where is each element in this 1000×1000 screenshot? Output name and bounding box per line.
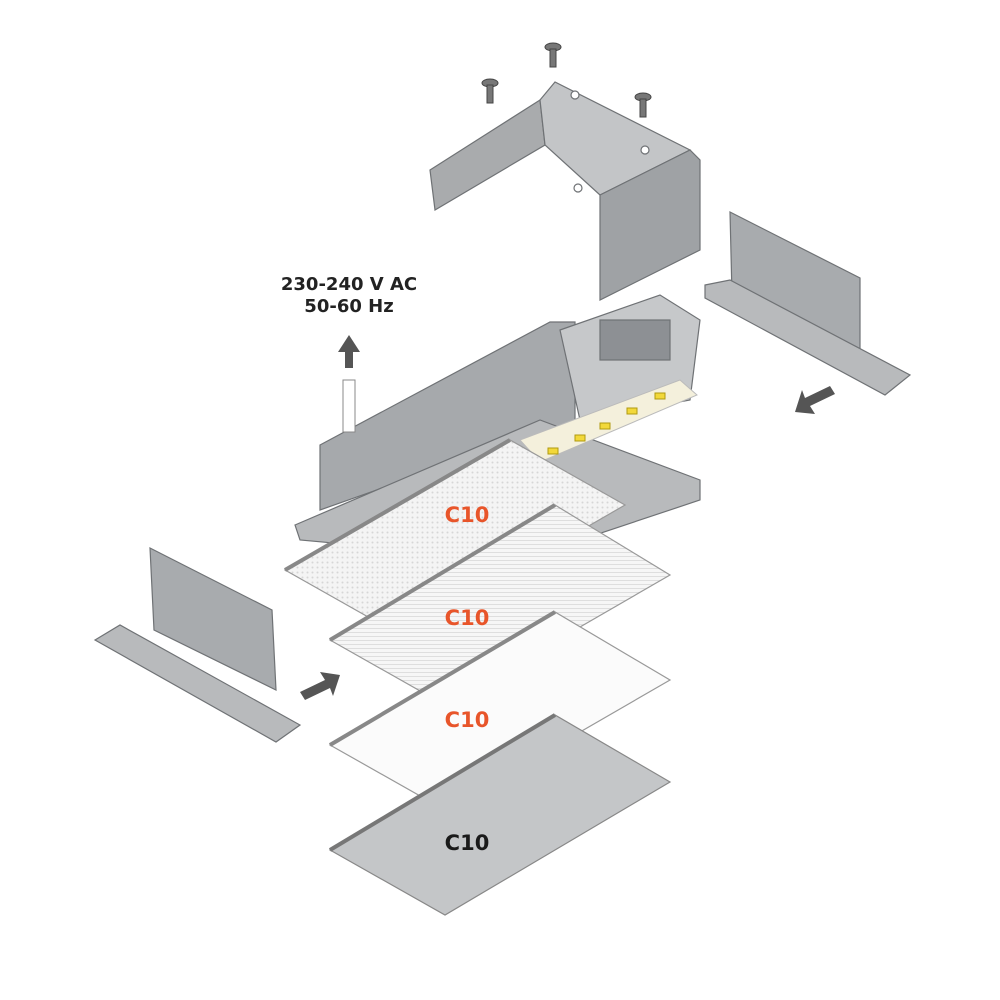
diffuser-1 <box>283 438 627 636</box>
arrow-left-icon <box>795 386 835 414</box>
power-spec-label: 230-240 V AC 50-60 Hz <box>281 274 417 318</box>
led-strip <box>519 379 698 463</box>
arrow-up-icon <box>338 335 360 368</box>
diffuser-label-2: C10 <box>444 606 490 630</box>
diffuser-label-1: C10 <box>444 503 490 527</box>
diffuser-2 <box>328 503 672 706</box>
power-cable <box>342 379 356 433</box>
diffuser-label-4: C10 <box>444 831 490 855</box>
right-end-cap <box>704 211 912 396</box>
top-cover <box>429 81 701 301</box>
left-end-cap <box>93 546 302 743</box>
voltage-text: 230-240 V AC <box>280 274 418 295</box>
frequency-text: 50-60 Hz <box>304 296 394 317</box>
arrow-right-icon <box>300 672 340 700</box>
diffuser-label-3: C10 <box>444 708 490 732</box>
screw-icons <box>481 42 652 118</box>
diffuser-3 <box>328 610 672 811</box>
diffuser-4 <box>328 713 672 916</box>
